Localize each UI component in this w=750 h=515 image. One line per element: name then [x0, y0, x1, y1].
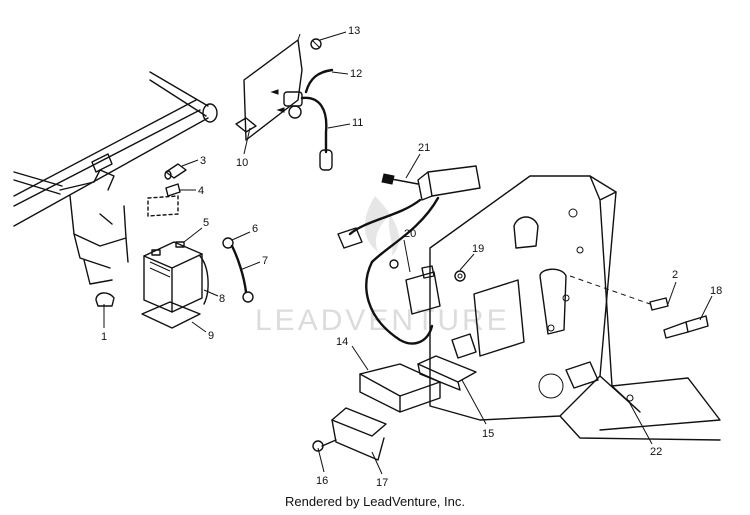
watermark-logo: LEADVENTURE [255, 196, 510, 337]
footer-credit: Rendered by LeadVenture, Inc. [285, 494, 465, 509]
callout-10: 10 [236, 157, 248, 169]
callout-16: 16 [316, 475, 328, 487]
part-19-washer [454, 270, 466, 282]
part-16-screw [312, 439, 337, 452]
callout-13: 13 [348, 25, 360, 37]
callout-labels: 1 2 3 4 5 6 7 8 9 10 11 12 13 14 15 16 1… [101, 25, 722, 489]
part-5-battery [143, 195, 203, 313]
callout-14: 14 [336, 336, 348, 348]
part-12-wire-lead [304, 68, 334, 94]
part-1-clip [95, 292, 115, 307]
part-22-mounting-plate [429, 175, 721, 441]
part-regulator-bracket [539, 268, 570, 335]
callout-19: 19 [472, 243, 484, 255]
part-4-bolt [165, 183, 181, 197]
part-18-bolt [663, 315, 709, 339]
part-3-hose-fitting [164, 163, 187, 180]
part-9-battery-pad [141, 301, 201, 329]
part-2-spacer [649, 297, 669, 311]
callout-7: 7 [262, 255, 268, 267]
callout-2: 2 [672, 269, 678, 281]
callout-9: 9 [208, 330, 214, 342]
callout-11: 11 [352, 117, 363, 129]
callout-4: 4 [198, 185, 204, 197]
callout-15: 15 [482, 428, 494, 440]
part-7-battery-cable [230, 244, 254, 303]
watermark-text: LEADVENTURE [255, 304, 510, 337]
callout-20: 20 [404, 228, 416, 240]
callout-leaders [103, 31, 713, 475]
callout-3: 3 [200, 155, 206, 167]
part-11-coil-wire [283, 91, 333, 171]
callout-6: 6 [252, 223, 258, 235]
callout-5: 5 [203, 217, 209, 229]
callout-18: 18 [710, 285, 722, 297]
callout-21: 21 [418, 142, 430, 154]
part-6-battery-cable-terminal [222, 237, 234, 249]
part-20-ignition-coil [365, 259, 441, 345]
part-21-cdi-module [337, 165, 481, 264]
callout-1: 1 [101, 331, 107, 343]
assembly-axis-line [569, 275, 651, 305]
callout-8: 8 [219, 293, 225, 305]
frame-tubes [13, 71, 218, 285]
part-17-cover [331, 407, 387, 461]
part-15-plate [417, 355, 477, 391]
part-14-rectifier-box [359, 363, 441, 413]
callout-17: 17 [376, 477, 388, 489]
callout-12: 12 [350, 68, 362, 80]
plate-cutouts [451, 216, 599, 389]
bracket-screws [270, 89, 285, 113]
callout-22: 22 [650, 446, 662, 458]
part-8-battery-strap [199, 255, 209, 305]
part-13-nut [310, 38, 322, 50]
part-10-mounting-bracket [235, 33, 303, 141]
